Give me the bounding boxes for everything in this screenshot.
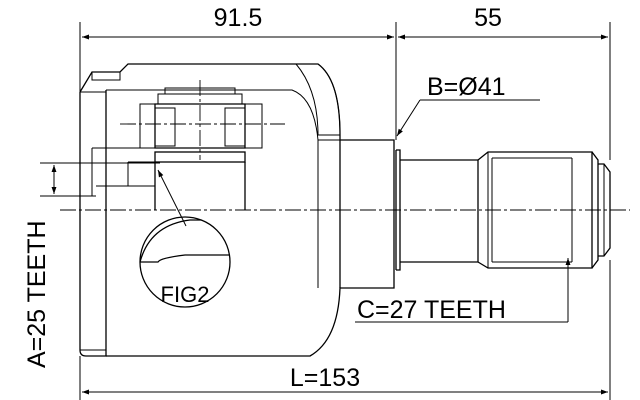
dim-b-label: B=Ø41 [427, 73, 506, 101]
output-shaft [395, 149, 611, 271]
roller-assembly [91, 80, 285, 210]
dim-a-label: A=25 TEETH [23, 220, 51, 368]
fig2-callout: FIG2 [139, 169, 231, 308]
dim-91-5-label: 91.5 [214, 4, 263, 32]
dim-l-label: L=153 [290, 364, 360, 392]
dimension-91-5: 91.5 [79, 4, 397, 140]
dimension-55: 55 [398, 4, 611, 160]
dim-55-label: 55 [474, 4, 502, 32]
dimension-c-teeth: C=27 TEETH [355, 258, 571, 324]
dimension-diameter-b: B=Ø41 [396, 73, 540, 137]
dimension-a-teeth: A=25 TEETH [23, 162, 160, 368]
fig2-label: FIG2 [161, 282, 210, 307]
housing [79, 63, 395, 357]
dim-c-label: C=27 TEETH [357, 296, 506, 324]
dimension-length-l: L=153 [79, 260, 611, 400]
